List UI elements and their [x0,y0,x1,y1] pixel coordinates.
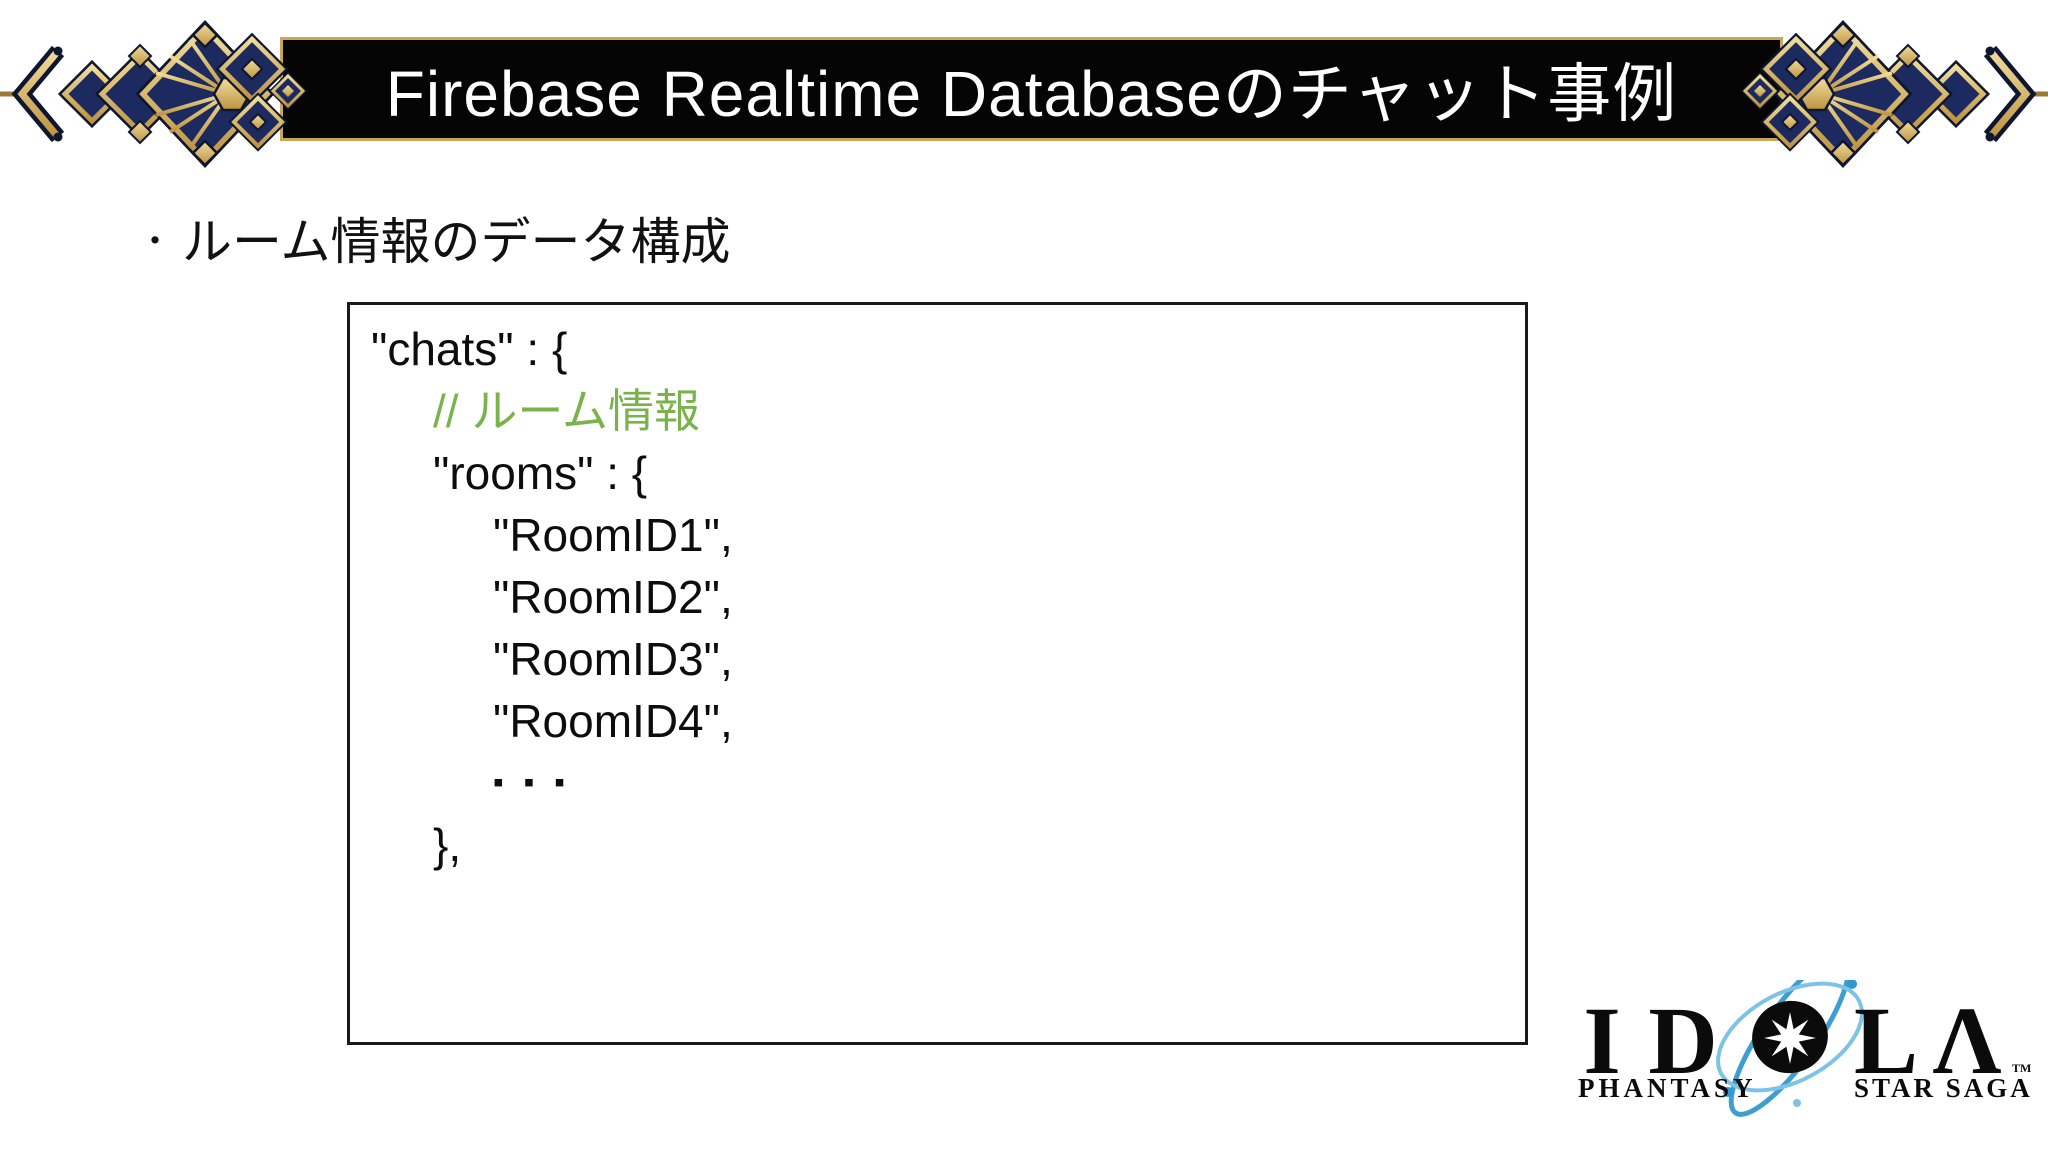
code-content: "chats" : { // ルーム情報 "rooms" : { "RoomID1",… [350,318,1525,876]
bullet-marker-icon: ・ [138,222,172,261]
slide-title: Firebase Realtime Databaseのチャット事例 [385,58,1678,130]
logo-letter-l: L [1854,987,1918,1094]
logo-trademark: TM [2012,1061,2031,1075]
code-line: "RoomID3", [493,633,733,685]
bullet-text: ルーム情報のデータ構成 [182,214,731,270]
code-line: }, [433,819,462,871]
logo-letter-i: I [1583,987,1620,1094]
bullet-heading: ・ ルーム情報のデータ構成 [138,202,731,274]
code-line: "RoomID2", [493,571,733,623]
logo-caption-star-saga: STAR SAGA [1854,1073,2033,1103]
logo-letter-a: Λ [1933,987,2002,1094]
code-box: "chats" : { // ルーム情報 "rooms" : { "RoomID1",… [347,302,1528,1045]
idola-logo-graphic: I D L Λ PHANTASY STAR SAGA TM [1578,980,2033,1117]
idola-logo: I D L Λ PHANTASY STAR SAGA TM [1560,980,2040,1140]
title-banner: Firebase Realtime Databaseのチャット事例 [280,37,1783,141]
code-line: ▪▪▪ [493,766,585,799]
ornament-left-icon [0,19,308,169]
ornament-right-icon [1740,19,2048,169]
logo-letter-d: D [1648,987,1717,1094]
code-line: "chats" : { [371,323,568,375]
code-comment-line: // ルーム情報 [433,385,700,437]
logo-caption-phantasy: PHANTASY [1578,1073,1757,1103]
code-line: "RoomID4", [493,695,733,747]
logo-star-disc-icon [1752,1000,1828,1074]
code-line: "rooms" : { [433,447,648,499]
code-line: "RoomID1", [493,509,733,561]
